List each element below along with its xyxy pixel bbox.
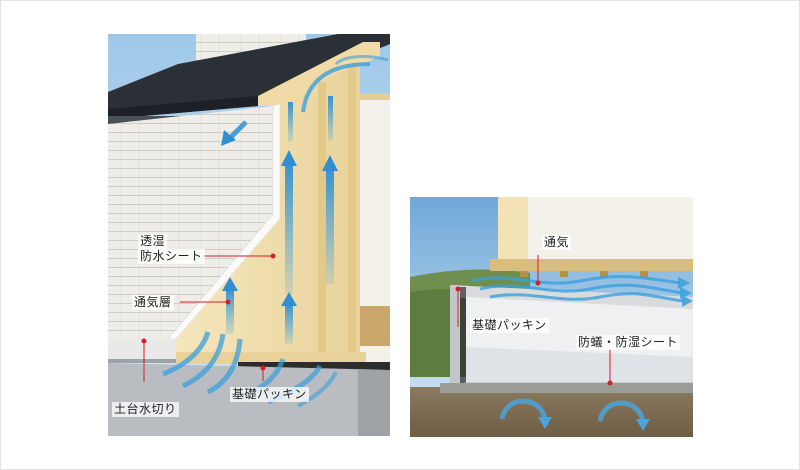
airflow-arrows [471,275,685,303]
floor-joist [490,259,693,271]
wall-ventilation-diagram: 透湿 防水シート 通気層 土台水切り 基礎パッキン [108,34,390,436]
label-foundation-packing: 基礎パッキン [230,387,309,402]
furring-strip [318,82,326,364]
roof [108,34,390,119]
label-moisture-sheet-line2: 防水シート [138,249,205,264]
label-moisture-sheet-line1: 透湿 [138,234,168,249]
airflow-arrows [162,55,389,408]
interior-floor [360,306,390,346]
label-foundation-packing: 基礎パッキン [470,318,549,333]
leader-lines [455,255,613,386]
sill-flashing [108,339,176,361]
gravel-layer [440,383,693,393]
vapor-barrier [466,347,693,387]
label-ventilation: 通気 [542,235,572,250]
underfloor-ventilation-diagram: 通気 基礎パッキン 防蟻・防湿シート [410,197,693,437]
furring-strip [348,66,356,364]
foundation-wall [450,285,460,395]
leader-lines [141,253,276,382]
exterior-siding [108,106,273,339]
underfloor-illustration [410,197,693,437]
label-vapor-barrier: 防蟻・防湿シート [576,335,681,350]
foundation-packing [238,362,390,370]
label-sill-flashing: 土台水切り [112,402,179,417]
ventilation-layer [176,62,360,364]
ground-soil [410,387,693,437]
label-ventilation-layer: 通気層 [132,295,174,310]
wall-illustration [108,34,390,436]
interior-room [498,197,693,263]
moisture-arrows [499,398,646,422]
